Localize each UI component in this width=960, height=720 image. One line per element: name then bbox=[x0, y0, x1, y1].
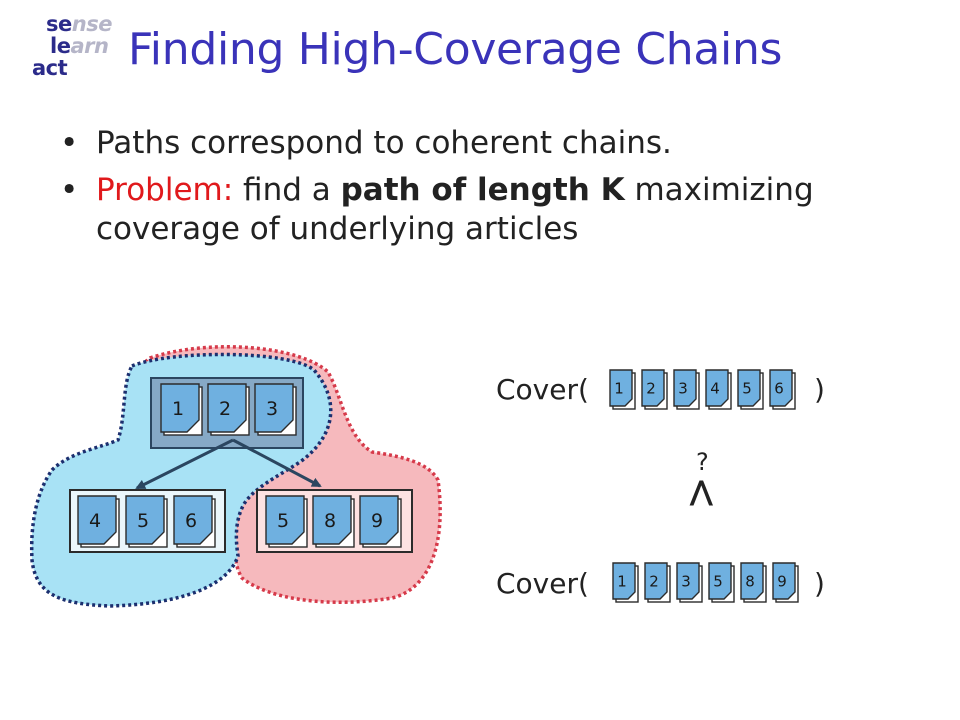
greater-than-operator: > bbox=[675, 476, 727, 510]
document-number: 5 bbox=[742, 379, 752, 397]
problem-label: Problem: bbox=[96, 172, 234, 209]
document-number: 9 bbox=[777, 572, 787, 590]
document-page bbox=[641, 369, 665, 407]
document-number: 8 bbox=[745, 572, 755, 590]
document-icon: 3 bbox=[254, 383, 297, 436]
document-page bbox=[254, 383, 294, 433]
document-number: 3 bbox=[266, 398, 278, 420]
document-number: 8 bbox=[324, 510, 336, 532]
bullet-marker: • bbox=[60, 125, 79, 161]
cover2-docs: 1 2 3 5 8 9 bbox=[612, 562, 799, 603]
document-icon: 6 bbox=[173, 495, 216, 548]
document-number: 6 bbox=[185, 510, 197, 532]
logo-line-act: act bbox=[32, 56, 68, 80]
bullet-list: • Paths correspond to coherent chains. •… bbox=[60, 124, 940, 257]
document-number: 5 bbox=[137, 510, 149, 532]
document-page bbox=[207, 383, 247, 433]
problem-bold-phrase: path of length K bbox=[340, 172, 625, 209]
logo-line-learn: learn bbox=[50, 34, 109, 58]
cover2-close: ) bbox=[814, 567, 825, 600]
document-icon: 2 bbox=[207, 383, 250, 436]
document-icon: 8 bbox=[740, 562, 767, 603]
document-page bbox=[77, 495, 117, 545]
document-page bbox=[740, 562, 764, 600]
cover1-label: Cover( bbox=[496, 373, 589, 406]
bullet-text: Paths correspond to coherent chains. bbox=[96, 125, 672, 161]
bullet-marker: • bbox=[60, 172, 79, 209]
logo-line-sense: sense bbox=[46, 12, 112, 36]
document-page bbox=[612, 562, 636, 600]
document-page bbox=[359, 495, 399, 545]
left-node-docs: 4 5 6 bbox=[77, 495, 216, 548]
document-page bbox=[708, 562, 732, 600]
bullet-item-paths: • Paths correspond to coherent chains. bbox=[60, 124, 940, 163]
document-number: 3 bbox=[678, 379, 688, 397]
document-icon: 1 bbox=[160, 383, 203, 436]
document-number: 5 bbox=[277, 510, 289, 532]
document-number: 2 bbox=[649, 572, 659, 590]
document-page bbox=[265, 495, 305, 545]
document-icon: 4 bbox=[705, 369, 732, 410]
document-number: 1 bbox=[614, 379, 624, 397]
document-number: 5 bbox=[713, 572, 723, 590]
problem-text-after: maximizing coverage of underlying articl… bbox=[96, 172, 814, 248]
document-number: 9 bbox=[371, 510, 383, 532]
document-page bbox=[673, 369, 697, 407]
top-node-docs: 1 2 3 bbox=[160, 383, 297, 436]
cover2-label: Cover( bbox=[496, 567, 589, 600]
document-page bbox=[312, 495, 352, 545]
document-page bbox=[705, 369, 729, 407]
cover1-close: ) bbox=[814, 373, 825, 406]
document-icon: 9 bbox=[772, 562, 799, 603]
document-number: 2 bbox=[646, 379, 656, 397]
document-number: 1 bbox=[172, 398, 184, 420]
document-icon: 5 bbox=[125, 495, 168, 548]
document-number: 4 bbox=[89, 510, 101, 532]
document-icon: 1 bbox=[609, 369, 636, 410]
document-icon: 5 bbox=[265, 495, 308, 548]
document-page bbox=[676, 562, 700, 600]
document-page bbox=[737, 369, 761, 407]
document-icon: 2 bbox=[641, 369, 668, 410]
document-icon: 8 bbox=[312, 495, 355, 548]
document-icon: 1 bbox=[612, 562, 639, 603]
slide-title: Finding High-Coverage Chains bbox=[128, 24, 783, 75]
document-number: 6 bbox=[774, 379, 784, 397]
document-icon: 9 bbox=[359, 495, 402, 548]
document-page bbox=[644, 562, 668, 600]
sense-learn-act-logo: sense learn act bbox=[28, 12, 128, 82]
question-mark: ? bbox=[696, 448, 709, 476]
problem-text-before: find a bbox=[233, 172, 341, 209]
arrow-top-to-left bbox=[135, 438, 234, 490]
document-page bbox=[609, 369, 633, 407]
arrow-top-to-right bbox=[232, 438, 322, 488]
document-page bbox=[160, 383, 200, 433]
document-number: 3 bbox=[681, 572, 691, 590]
document-icon: 3 bbox=[676, 562, 703, 603]
document-number: 1 bbox=[617, 572, 627, 590]
document-icon: 5 bbox=[708, 562, 735, 603]
document-page bbox=[125, 495, 165, 545]
document-icon: 6 bbox=[769, 369, 796, 410]
document-icon: 3 bbox=[673, 369, 700, 410]
document-number: 2 bbox=[219, 398, 231, 420]
document-icon: 2 bbox=[644, 562, 671, 603]
document-page bbox=[769, 369, 793, 407]
document-page bbox=[173, 495, 213, 545]
bullet-item-problem: • Problem: find a path of length K maxim… bbox=[60, 171, 940, 249]
document-number: 4 bbox=[710, 379, 720, 397]
document-icon: 4 bbox=[77, 495, 120, 548]
cover1-docs: 1 2 3 4 5 6 bbox=[609, 369, 796, 410]
right-node-docs: 5 8 9 bbox=[265, 495, 402, 548]
document-page bbox=[772, 562, 796, 600]
document-icon: 5 bbox=[737, 369, 764, 410]
